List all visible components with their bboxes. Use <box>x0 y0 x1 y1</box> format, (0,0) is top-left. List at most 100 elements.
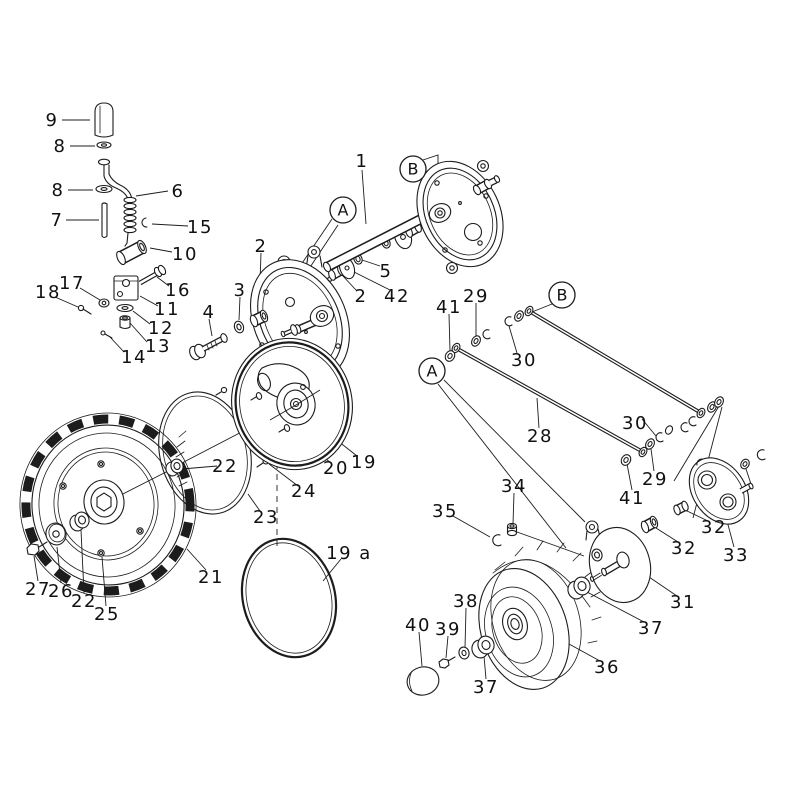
part-number-label: 15 <box>187 217 213 238</box>
washer-part-38 <box>458 646 470 660</box>
wheel-part-36 <box>406 540 602 696</box>
bolt-top-right <box>472 175 501 196</box>
clip-part-30 <box>655 432 664 443</box>
clip-part-30 <box>482 329 491 340</box>
bearing-part-37a <box>471 635 495 659</box>
lugged-wheel-part-21 <box>19 412 197 598</box>
part-number-label: 7 <box>51 210 64 231</box>
part-number-label: 18 <box>35 282 61 303</box>
callout-a: A <box>329 196 357 224</box>
cover-plate-part-33 <box>640 449 766 534</box>
bushing-part-32l <box>640 515 659 534</box>
bolt-part-27 <box>26 541 48 556</box>
part-number-label: 30 <box>511 350 537 371</box>
clip-part-30 <box>504 316 513 327</box>
part-number-label: 28 <box>527 426 553 447</box>
part-number-label: 32 <box>701 517 727 538</box>
part-number-label: 17 <box>59 273 85 294</box>
part-number-label: 25 <box>94 604 120 625</box>
callout-circle <box>399 155 427 183</box>
part-number-label: 19 <box>351 452 377 473</box>
part-number-label: 41 <box>436 297 462 318</box>
small-bearing <box>591 548 603 562</box>
part-number-label: 8 <box>52 180 65 201</box>
bushing-part-2a <box>249 309 269 328</box>
clip-part-30 <box>680 422 689 433</box>
part-number-label: 20 <box>323 458 349 479</box>
part-number-label: 39 <box>435 619 461 640</box>
part-number-label: 38 <box>453 591 479 612</box>
part-number-label: 33 <box>723 545 749 566</box>
washer-part-3 <box>233 320 245 334</box>
part-number-label: 13 <box>145 336 171 357</box>
part-number-label: 41 <box>619 488 645 509</box>
gearbox-housing-b <box>416 159 504 275</box>
pin-part-7 <box>101 202 108 239</box>
bushing-part-13 <box>119 315 131 330</box>
spacer-part-34 <box>506 522 518 537</box>
part-number-label: 22 <box>71 591 97 612</box>
part-number-label: 6 <box>172 181 185 202</box>
part-number-label: 3 <box>234 280 247 301</box>
part-number-label: 42 <box>384 286 410 307</box>
part-number-label: 14 <box>121 347 147 368</box>
bearing-part-37b <box>567 576 591 600</box>
part-number-label: 10 <box>172 244 198 265</box>
pivot-block-part-11 <box>113 275 139 301</box>
washer-part-17 <box>98 298 110 308</box>
stub-pin <box>739 482 754 494</box>
callout-letter-text: B <box>557 286 568 305</box>
bushing-part-32r <box>673 500 689 516</box>
part-number-label: 8 <box>54 136 67 157</box>
part-number-label: 32 <box>671 538 697 559</box>
part-number-label: 29 <box>642 469 668 490</box>
shift-rod-part-6 <box>103 164 129 201</box>
bolt-part-4 <box>189 333 228 361</box>
bolt-part-25 <box>97 549 105 557</box>
part-number-label: 29 <box>463 286 489 307</box>
washer-part-41 <box>444 350 456 362</box>
part-number-label: 12 <box>148 318 174 339</box>
callout-b: B <box>548 281 576 309</box>
bolt-part-16 <box>138 264 167 286</box>
drive-disc-part-19 <box>231 337 353 471</box>
pin-part-14 <box>100 330 113 339</box>
tie-rods <box>444 305 724 466</box>
handle-assembly <box>77 102 167 339</box>
ring-part-20 <box>234 341 350 467</box>
part-number-label: 23 <box>253 507 279 528</box>
disc-part-31 <box>585 520 652 604</box>
tie-rod-part-28-upper <box>524 305 706 419</box>
bearing-part-22a <box>165 458 184 477</box>
part-number-label: 36 <box>594 657 620 678</box>
callout-circle <box>329 196 357 224</box>
part-number-label: 19 a <box>326 543 372 564</box>
part-number-label: 37 <box>638 618 664 639</box>
grip-part-9 <box>94 102 114 138</box>
part-number-label: 31 <box>670 592 696 613</box>
washer-small <box>740 458 750 470</box>
clip-part-30 <box>688 416 697 427</box>
spacer-and-clip <box>492 522 518 547</box>
washer-part-41 <box>620 454 632 466</box>
hubcap-part-40 <box>406 666 440 696</box>
screw-top <box>215 386 228 396</box>
part-number-label: 2 <box>255 236 268 257</box>
hex-hub-hole <box>96 492 112 512</box>
callout-b: B <box>399 155 427 183</box>
mount-ear <box>585 520 601 541</box>
ring-part-23 <box>158 386 270 515</box>
part-number-label: 2 <box>355 286 368 307</box>
bearing-part-22b <box>69 511 90 532</box>
callout-a: A <box>418 357 446 385</box>
bolt-part-39 <box>438 656 456 669</box>
part-number-label: 40 <box>405 615 431 636</box>
part-number-label: 34 <box>501 476 527 497</box>
clip-part-15 <box>141 217 148 228</box>
callout-letters: A B B A <box>329 155 576 385</box>
leader-lines <box>33 119 752 680</box>
part-number-label: 35 <box>432 501 458 522</box>
part-number-label: 4 <box>203 302 216 323</box>
callout-letter-text: A <box>427 362 438 381</box>
